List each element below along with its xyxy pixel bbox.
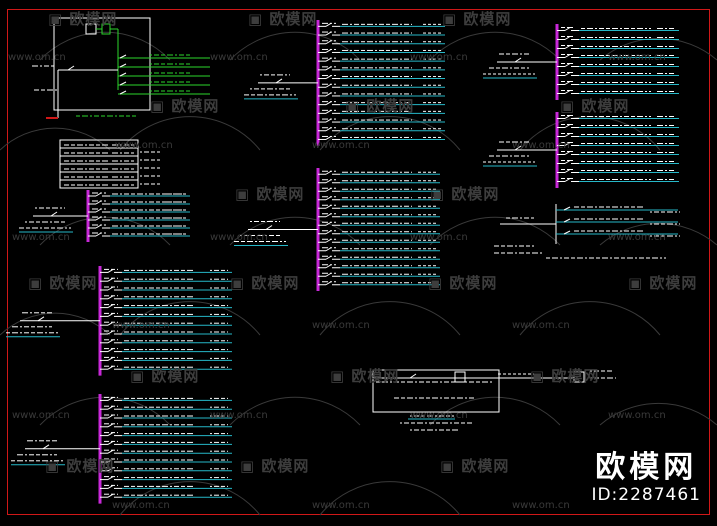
watermark-logo: ▣ 欧模网 [345, 97, 415, 115]
watermark-arc [39, 31, 171, 61]
main-breaker [42, 444, 50, 450]
watermark-url: www.om.cn [410, 52, 468, 63]
watermark-url: www.om.cn [312, 140, 370, 151]
watermark-logo: ▣ 欧模网 [560, 97, 630, 115]
watermark-arc [0, 312, 111, 336]
watermark-url: www.om.cn [112, 500, 170, 511]
watermark-arc [119, 481, 261, 516]
control-breaker [119, 54, 127, 59]
watermark-logo: ▣ 欧模网 [28, 274, 98, 292]
control-breaker [119, 90, 127, 95]
main-breaker [275, 78, 283, 84]
branch-breaker [563, 206, 571, 211]
watermark-url: www.om.cn [115, 140, 173, 151]
watermark-logo: ▣ 欧模网 [440, 457, 510, 475]
watermark-arc [229, 396, 361, 426]
watermark-logo: ▣ 欧模网 [430, 185, 500, 203]
meter-breaker [409, 373, 417, 379]
control-breaker [119, 63, 127, 68]
watermark-url: www.om.cn [608, 232, 666, 243]
main-breaker [514, 145, 522, 151]
watermark-url: www.om.cn [608, 52, 666, 63]
watermark-url: www.om.cn [512, 140, 570, 151]
watermark-logo: ▣ 欧模网 [230, 274, 300, 292]
watermark-logo: ▣ 欧模网 [130, 367, 200, 385]
main-breaker [37, 316, 45, 322]
watermark-logo: ▣ 欧模网 [45, 457, 115, 475]
watermark-arc [119, 116, 261, 151]
watermark-arc [119, 301, 261, 336]
meter-symbol [454, 371, 466, 383]
brand-logo-text: 欧模网 [595, 450, 698, 485]
watermark-arc [229, 31, 361, 61]
main-switch [67, 65, 75, 71]
model-id: ID:2287461 [591, 485, 701, 505]
watermark-arc [319, 481, 461, 516]
watermark-url: www.om.cn [210, 410, 268, 421]
watermark-arc [429, 31, 561, 61]
watermark-arc [599, 37, 717, 61]
watermark-logo: ▣ 欧模网 [248, 10, 318, 28]
watermark-url: www.om.cn [210, 52, 268, 63]
main-breaker [50, 211, 58, 217]
watermark-arc [319, 301, 461, 336]
control-breaker [119, 81, 127, 86]
metering-box [372, 369, 500, 413]
watermark-arc [519, 301, 661, 336]
watermark-url: www.om.cn [410, 410, 468, 421]
watermark-logo: ▣ 欧模网 [628, 274, 698, 292]
watermark-arc [429, 396, 561, 426]
watermark-logo: ▣ 欧模网 [330, 367, 400, 385]
watermark-logo: ▣ 欧模网 [150, 97, 220, 115]
watermark-url: www.om.cn [12, 410, 70, 421]
drawing-frame-border [7, 9, 710, 515]
watermark-url: www.om.cn [608, 410, 666, 421]
watermark-logo: ▣ 欧模网 [240, 457, 310, 475]
brand-stamp: 欧模网 ID:2287461 [591, 452, 701, 506]
main-breaker [514, 57, 522, 63]
watermark-logo: ▣ 欧模网 [48, 10, 118, 28]
watermark-url: www.om.cn [512, 500, 570, 511]
watermark-arc [229, 216, 361, 246]
watermark-url: www.om.cn [12, 232, 70, 243]
watermark-url: www.om.cn [312, 500, 370, 511]
control-breaker [119, 72, 127, 77]
watermark-logo: ▣ 欧模网 [428, 274, 498, 292]
watermark-arc [429, 216, 561, 246]
watermark-url: www.om.cn [410, 232, 468, 243]
main-breaker [265, 225, 273, 230]
watermark-url: www.om.cn [312, 320, 370, 331]
watermark-arc [599, 402, 717, 426]
branch-breaker [563, 218, 571, 223]
load-terminal [573, 371, 585, 383]
watermark-url: www.om.cn [512, 320, 570, 331]
watermark-url: www.om.cn [112, 320, 170, 331]
watermark-arc [599, 222, 717, 246]
watermark-logo: ▣ 欧模网 [530, 367, 600, 385]
watermark-url: www.om.cn [210, 232, 268, 243]
watermark-url: www.om.cn [8, 52, 66, 63]
watermark-arc [319, 116, 461, 151]
watermark-logo: ▣ 欧模网 [442, 10, 512, 28]
watermark-logo: ▣ 欧模网 [235, 185, 305, 203]
watermark-arc [0, 127, 111, 151]
branch-breaker [563, 230, 571, 235]
